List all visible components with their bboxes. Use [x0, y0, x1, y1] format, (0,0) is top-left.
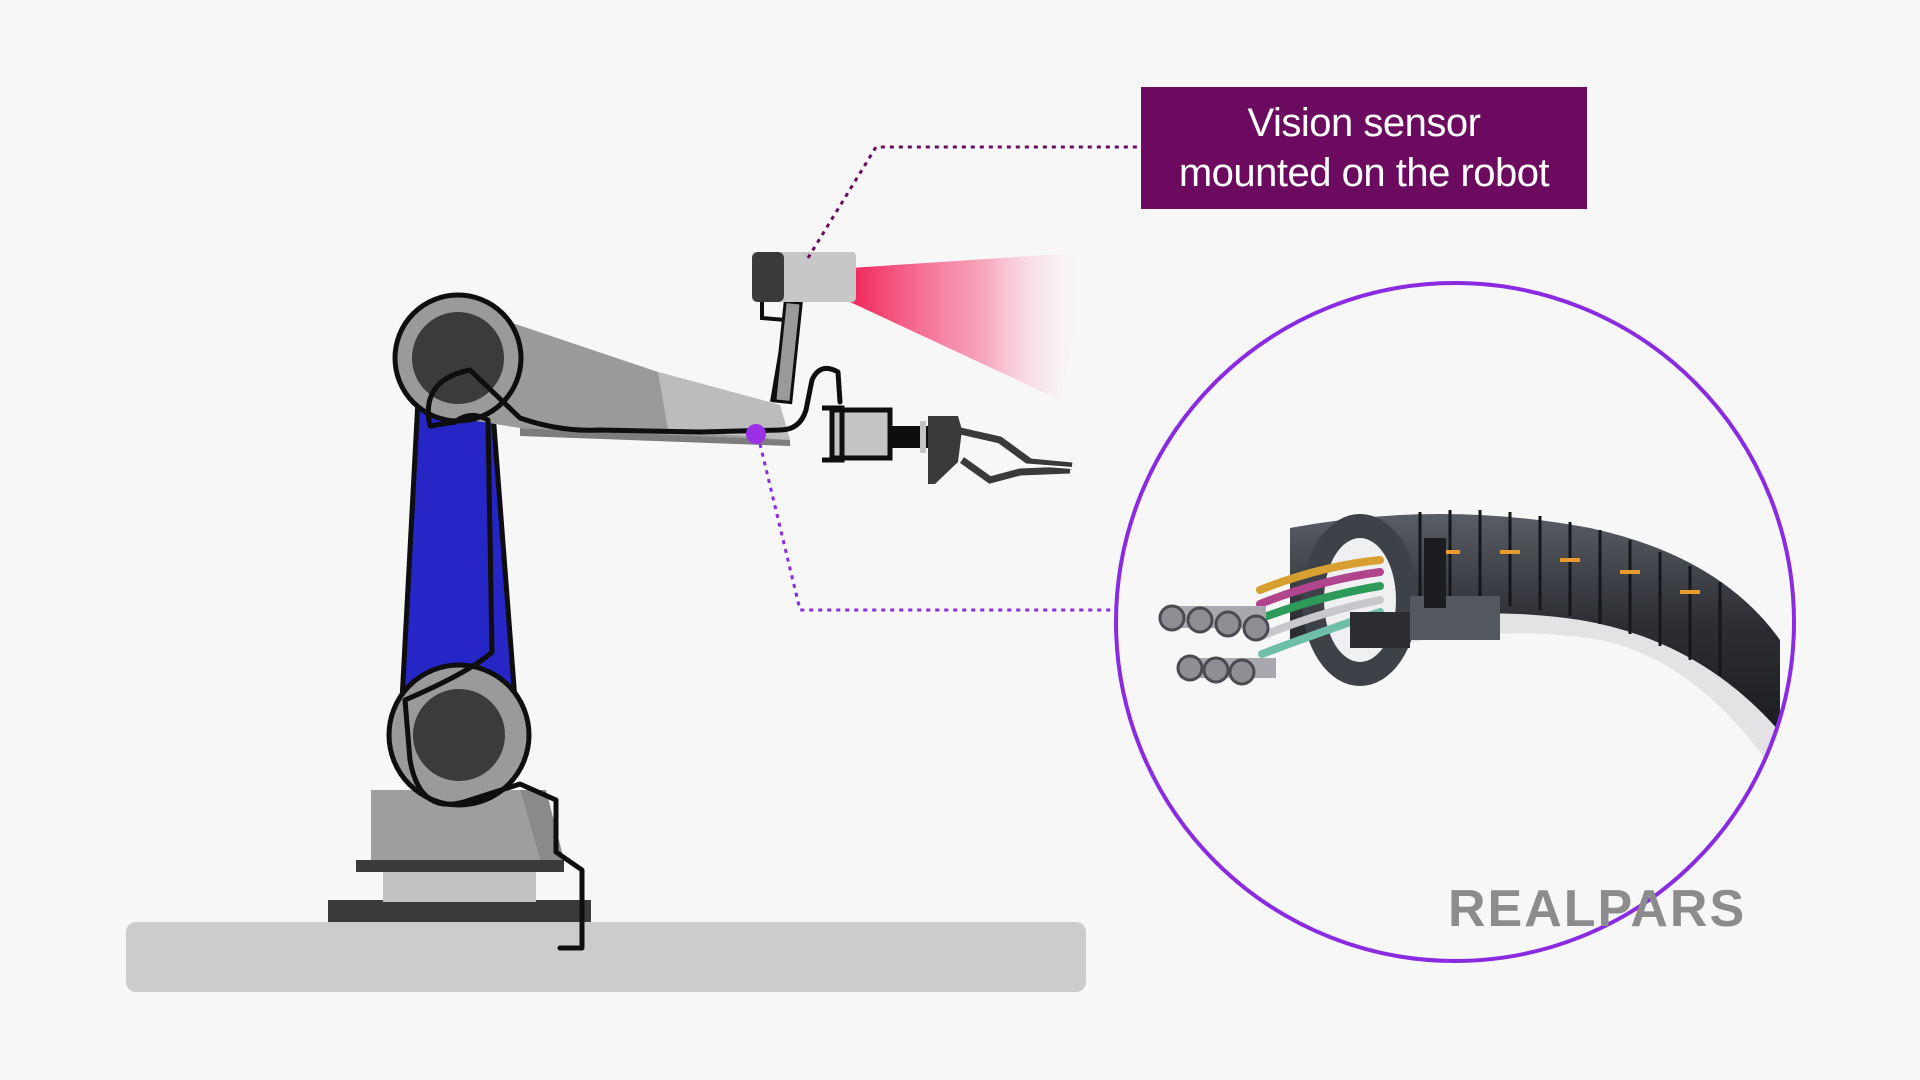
cable-leader-line: [758, 443, 1112, 612]
realpars-logo: REALPARS: [1448, 880, 1746, 938]
vision-sensor-icon: [752, 252, 856, 302]
robot-lower-arm: [399, 397, 518, 703]
callout-line-1: Vision sensor: [1247, 101, 1481, 145]
connector-group-upper: [1158, 604, 1270, 642]
sensor-beam: [850, 252, 1092, 400]
robot-cable: [402, 365, 843, 951]
cable-carrier-icon: [1116, 283, 1794, 961]
ground-platform: [126, 922, 1086, 992]
robot-base: [328, 790, 591, 922]
vision-sensor-callout: Vision sensor mounted on the robot: [1141, 87, 1587, 209]
gripper-icon: [822, 405, 1073, 484]
logo-text: REALPARS: [1448, 880, 1746, 938]
zoom-circle: [1114, 281, 1796, 963]
cable-mount-point: [746, 424, 766, 444]
callout-line-2: mounted on the robot: [1178, 151, 1550, 195]
sensor-leader-line: [806, 145, 1141, 259]
connector-group-lower: [1176, 654, 1276, 686]
sensor-mount-post: [773, 299, 803, 405]
